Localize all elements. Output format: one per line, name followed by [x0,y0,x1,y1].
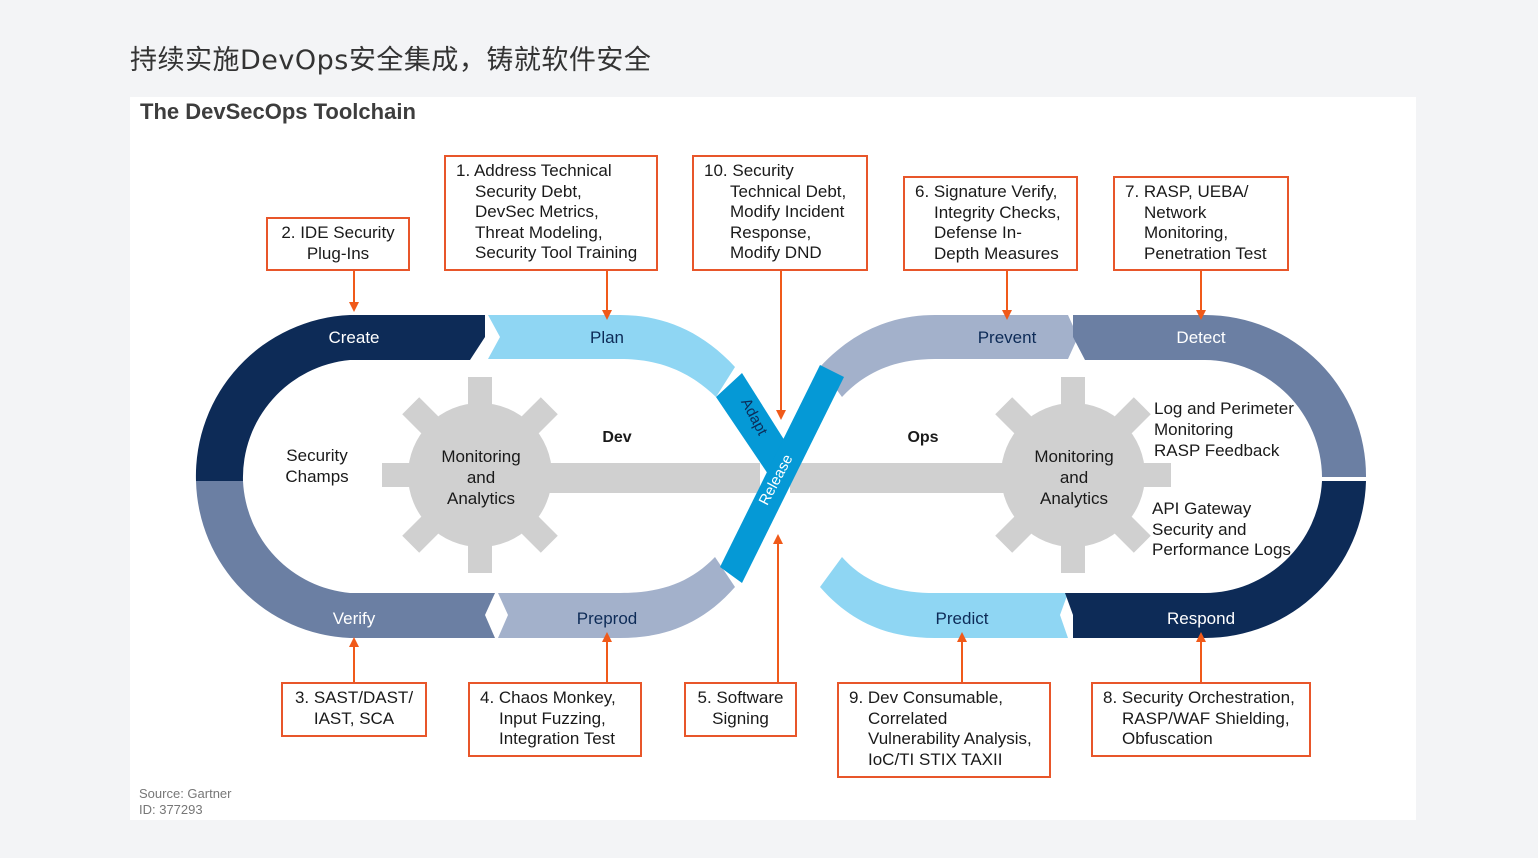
api-gateway-text: API Gateway Security and Performance Log… [1152,499,1291,559]
monitoring-right-line: Monitoring [1034,447,1113,466]
callout-line: 3. SAST/DAST/ [294,688,414,707]
callout-line: Technical Debt, [730,181,847,201]
callout-line: 6. Signature Verify, [915,182,1058,201]
callout-line: Vulnerability Analysis, [868,729,1032,749]
callout-line: Input Fuzzing, [499,708,606,728]
callout-box-10: 10. Security Technical Debt, Modify Inci… [692,155,868,271]
callout-box-3: 3. SAST/DAST/ IAST, SCA [281,682,427,737]
callout-line: Signing [712,708,769,728]
callout-line: Network [1144,202,1207,222]
label-prevent: Prevent [978,328,1037,347]
api-gateway-line: Security and [1152,520,1247,539]
label-predict: Predict [936,609,989,628]
log-perimeter-line: Monitoring [1154,420,1233,439]
segment-release [720,365,844,583]
callout-box-8: 8. Security Orchestration, RASP/WAF Shie… [1091,682,1311,757]
callout-line: Threat Modeling, [475,222,603,242]
callout-box-4: 4. Chaos Monkey, Input Fuzzing, Integrat… [468,682,642,757]
label-preprod: Preprod [577,609,637,628]
segment-create [195,315,485,481]
callout-line: Modify DND [730,243,822,263]
security-champs-line: Security [286,446,348,465]
callout-line: 1. Address Technical [456,161,612,180]
diagram-panel: The DevSecOps Toolchain [130,97,1416,820]
callout-line: 7. RASP, UEBA/ [1125,182,1249,201]
segment-predict [820,557,1068,638]
monitoring-left-text: Monitoring and Analytics [441,447,520,508]
api-gateway-line: API Gateway [1152,499,1252,518]
callout-line: Depth Measures [934,243,1059,263]
callout-line: Response, [730,222,812,242]
label-dev: Dev [602,429,631,446]
label-plan: Plan [590,328,624,347]
callout-line: Obfuscation [1122,729,1213,749]
segment-respond [1065,481,1366,638]
callout-box-7: 7. RASP, UEBA/ Network Monitoring, Penet… [1113,176,1289,271]
callout-line: Plug-Ins [306,243,370,263]
source-id: ID: 377293 [139,802,203,817]
callout-line: Security Debt, [475,181,582,201]
source-line: Source: Gartner [139,786,232,801]
callout-line: 10. Security [704,161,794,180]
gear-right [975,377,1171,573]
api-gateway-line: Performance Logs [1152,540,1291,559]
monitoring-left-line: and [467,468,495,487]
gear-left [382,377,578,573]
callout-line: Integration Test [499,729,615,749]
callout-line: Modify Incident [730,202,845,222]
segment-preprod [498,557,735,638]
callout-line: IAST, SCA [313,708,395,728]
devsecops-infinity-diagram: Create Plan Verify Preprod Prevent Detec… [195,270,1367,682]
security-champs-text: Security Champs [285,446,348,486]
monitoring-right-line: and [1060,468,1088,487]
callout-line: Penetration Test [1144,243,1267,263]
source-note: Source: Gartner ID: 377293 [139,786,232,818]
callout-line: 5. Software [697,688,784,707]
monitoring-right-line: Analytics [1040,489,1108,508]
callout-line: 9. Dev Consumable, [849,688,1004,707]
label-detect: Detect [1176,328,1225,347]
segment-prevent [820,315,1078,397]
label-verify: Verify [333,609,376,628]
callout-line: Defense In- [934,223,1022,243]
log-perimeter-line: RASP Feedback [1154,441,1280,460]
callout-box-9: 9. Dev Consumable, Correlated Vulnerabil… [837,682,1051,778]
label-create: Create [328,328,379,347]
security-champs-line: Champs [285,467,348,486]
diagram-title: The DevSecOps Toolchain [140,99,416,124]
callout-box-5: 5. Software Signing [684,682,797,737]
page-title: 持续实施DevOps安全集成，铸就软件安全 [130,45,652,76]
log-perimeter-line: Log and Perimeter [1154,399,1294,418]
callout-line: DevSec Metrics, [475,202,599,222]
callout-line: Security Tool Training [475,243,638,263]
callout-line: Correlated [868,708,948,728]
segment-plan [488,315,735,397]
monitoring-left-line: Monitoring [441,447,520,466]
monitoring-right-text: Monitoring and Analytics [1034,447,1113,508]
segment-detect [1073,315,1367,477]
callout-line: IoC/TI STIX TAXII [868,749,1003,769]
callout-box-2: 2. IDE Security Plug-Ins [266,217,410,271]
callout-box-1: 1. Address Technical Security Debt, DevS… [444,155,658,271]
label-ops: Ops [907,429,938,446]
segment-adapt [716,373,795,477]
callout-line: 8. Security Orchestration, [1103,688,1295,707]
callout-box-6: 6. Signature Verify, Integrity Checks, D… [903,176,1078,271]
callout-line: Integrity Checks, [934,202,1061,222]
callout-line: RASP/WAF Shielding, [1122,708,1290,728]
callout-line: Monitoring, [1144,223,1229,243]
log-perimeter-text: Log and Perimeter Monitoring RASP Feedba… [1154,399,1294,460]
label-respond: Respond [1167,609,1235,628]
monitoring-left-line: Analytics [447,489,515,508]
callout-line: 4. Chaos Monkey, [480,688,616,707]
segment-verify [196,481,495,638]
callout-line: 2. IDE Security [281,223,395,242]
